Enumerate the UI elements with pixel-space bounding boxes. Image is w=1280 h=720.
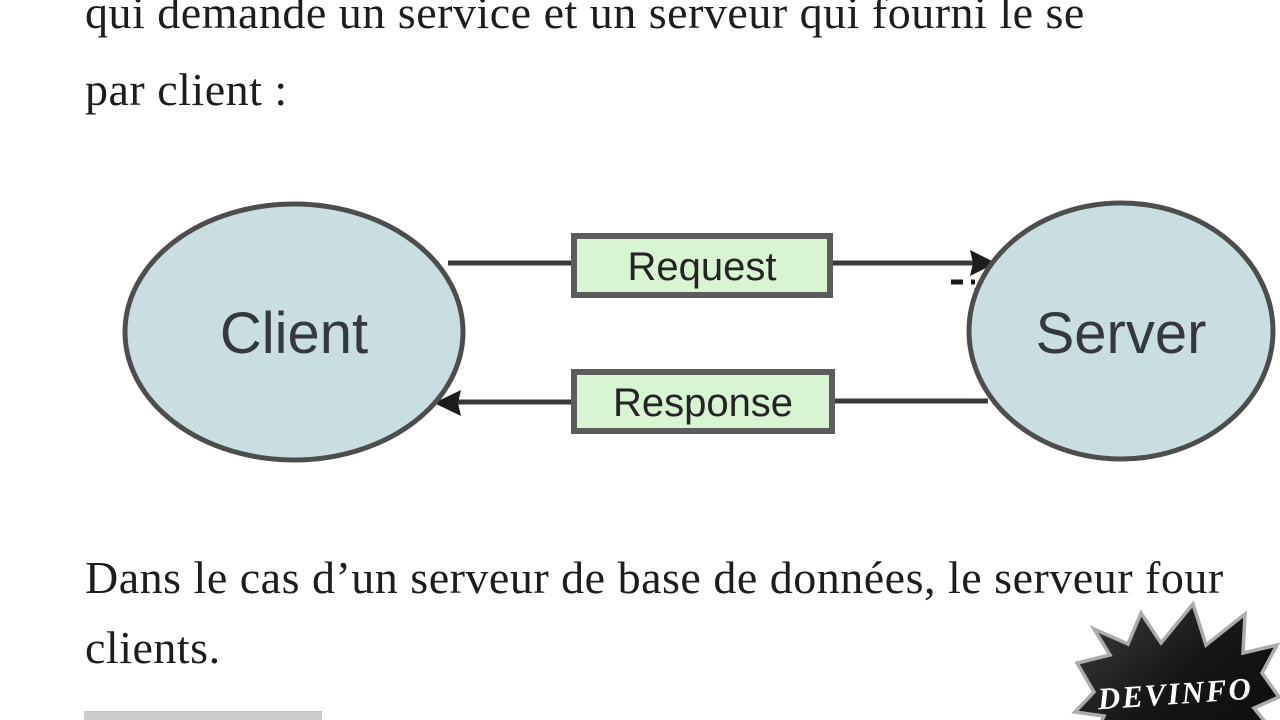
paragraph-top-line-1: qui demande un service et un serveur qui… [85, 0, 1085, 38]
client-node [122, 201, 466, 463]
response-arrowhead-icon [434, 390, 461, 416]
starburst-icon [1071, 600, 1280, 720]
devinfo-watermark: DEVINFO [1071, 600, 1280, 720]
request-box-label: Request [628, 245, 777, 289]
paragraph-bottom-line-2: clients. [85, 622, 221, 673]
request-box [571, 233, 833, 298]
request-arrowhead-icon [970, 250, 996, 276]
paragraph-top-line-2: par client : [85, 64, 288, 115]
server-node [966, 200, 1276, 462]
response-box [571, 369, 835, 434]
paragraph-bottom-line-1: Dans le cas d’un serveur de base de donn… [85, 552, 1224, 603]
response-box-label: Response [613, 381, 793, 425]
client-node-label: Client [220, 301, 368, 366]
server-node-label: Server [1036, 301, 1207, 366]
cropped-element-edge [84, 711, 322, 720]
